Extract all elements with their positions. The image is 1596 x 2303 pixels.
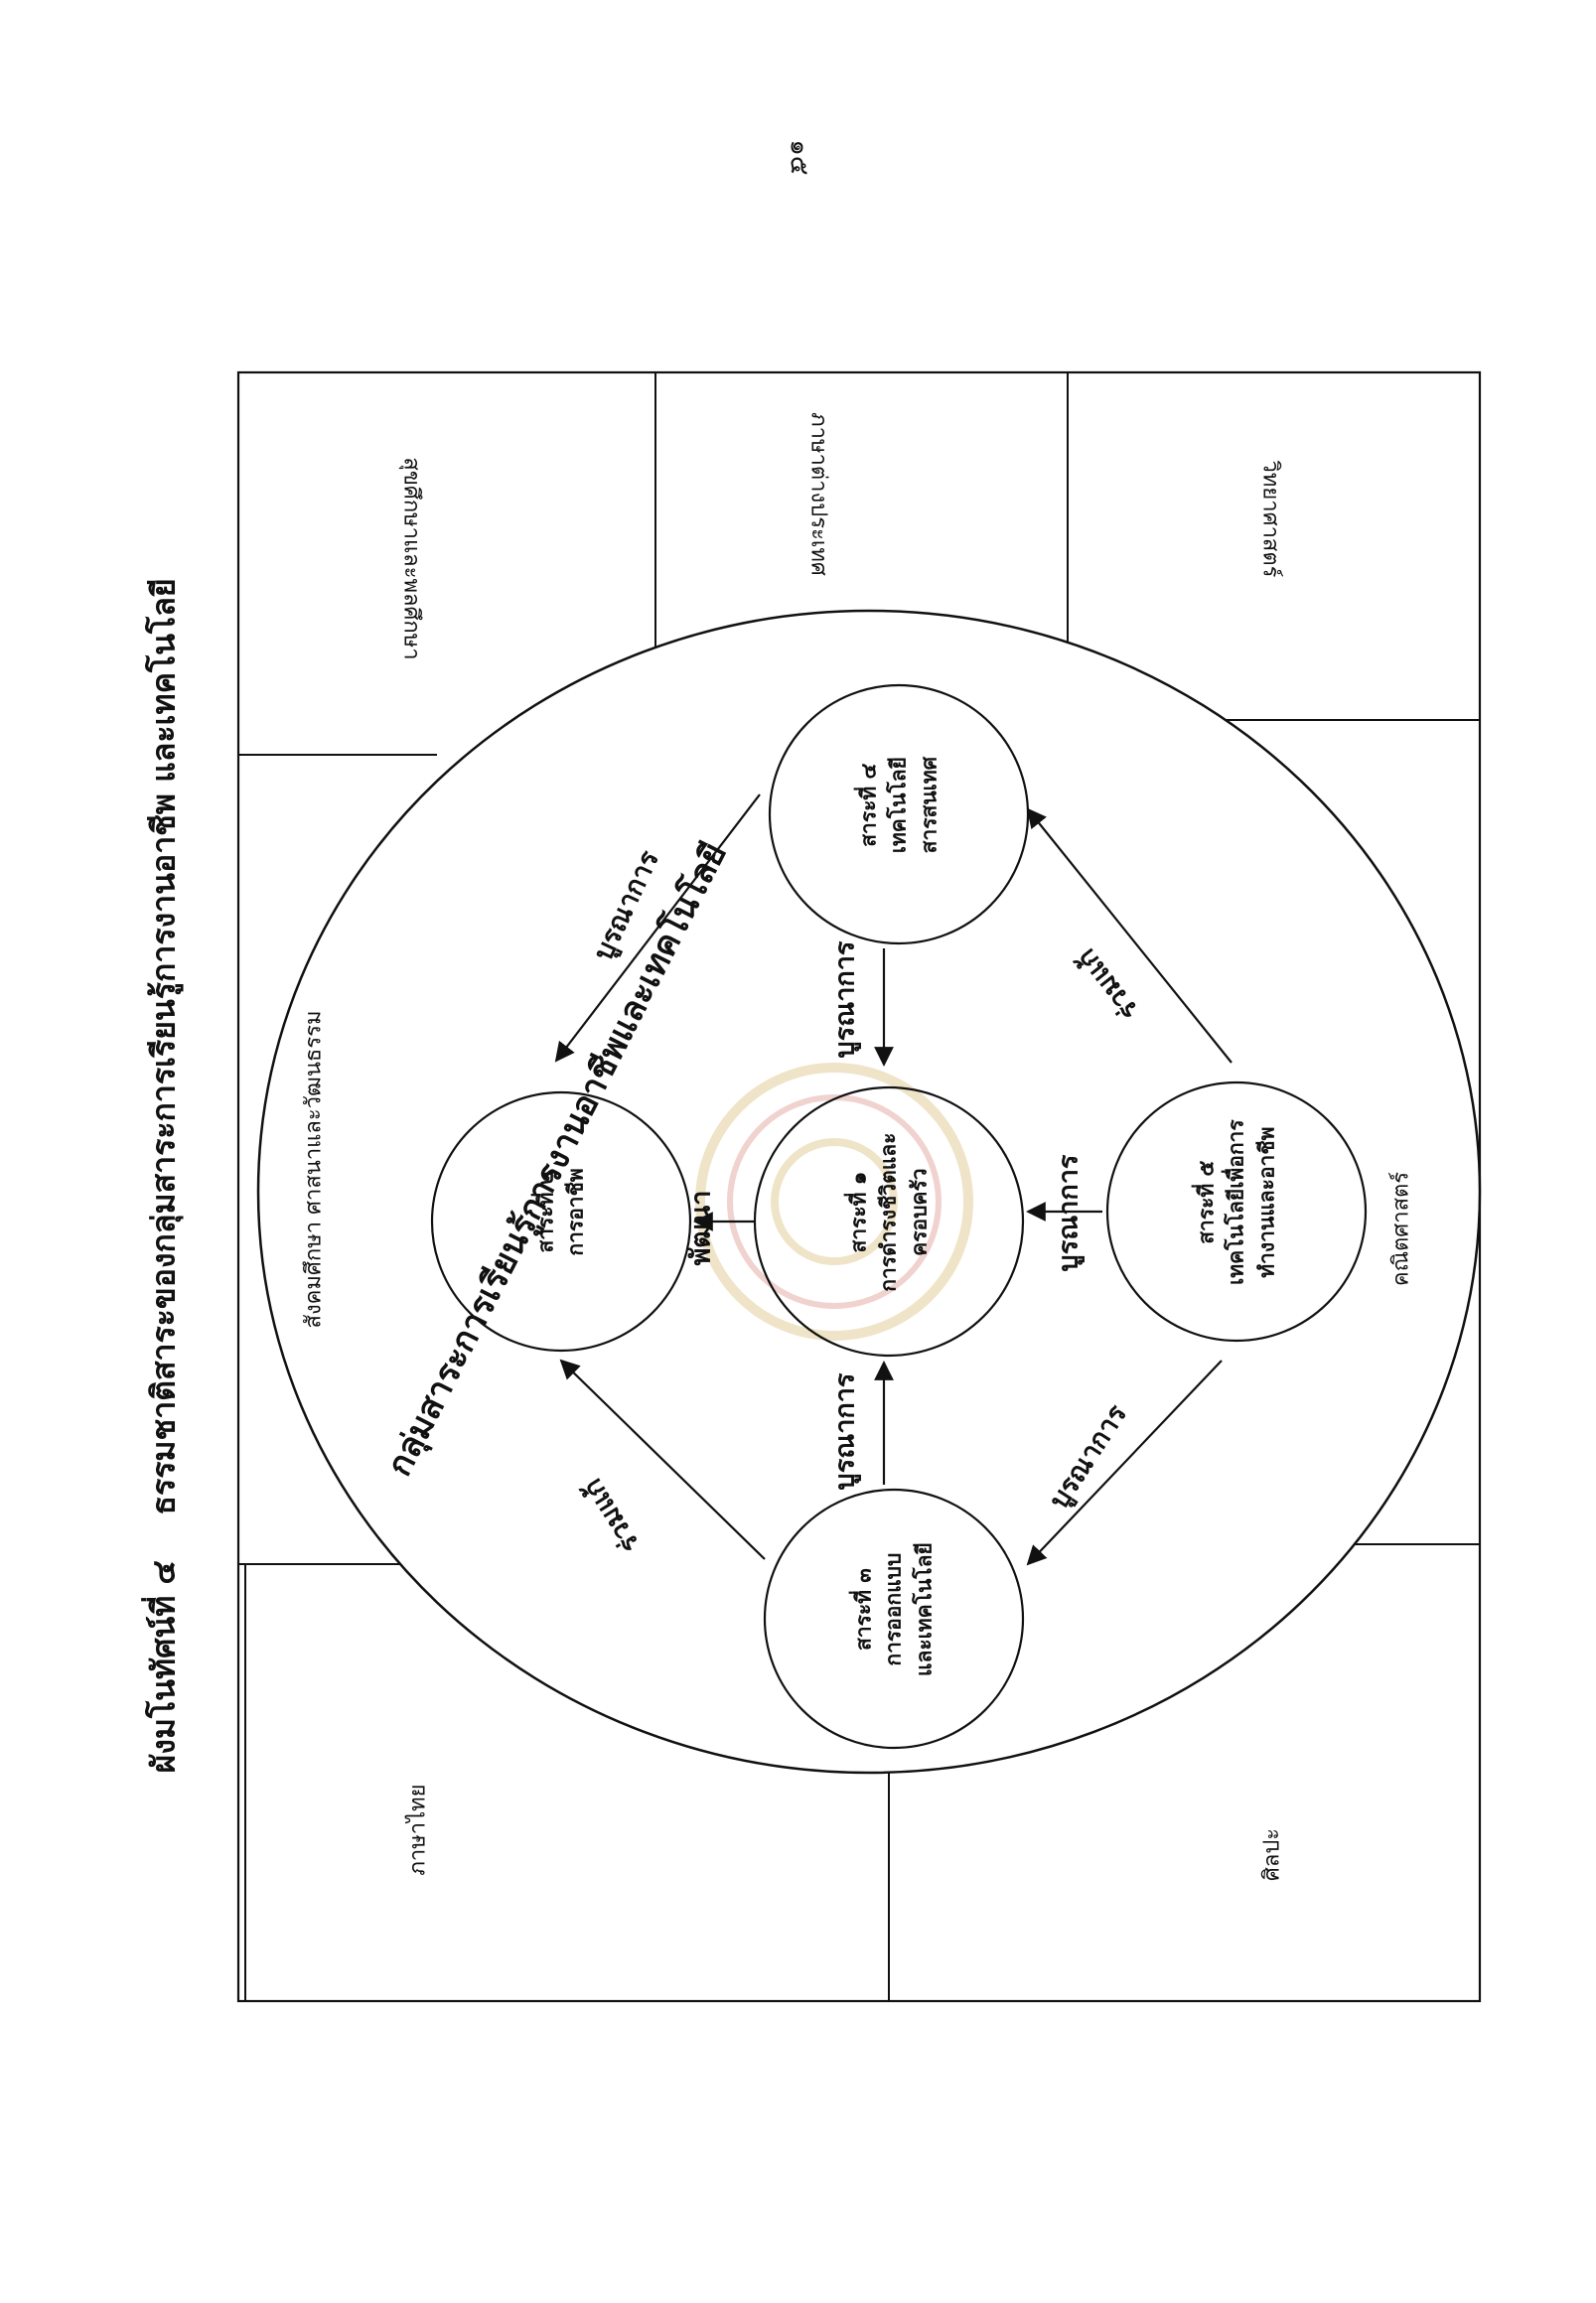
label-integrate-s4-s1: บูรณาการ (829, 940, 861, 1059)
subject-art: ศิลปะ (1259, 1827, 1285, 1882)
strand-5-text: สาระที่ ๕เทคโนโลยีเพื่อการทำงานและอาชีพ (1194, 1119, 1279, 1285)
strand-3-text: สาระที่ ๓การออกแบบและเทคโนโลยี (851, 1542, 937, 1677)
label-develop-s1-s2: พัฒนา (685, 1190, 717, 1266)
arrow-s5-to-s4 (1026, 807, 1233, 1064)
strand-4-text: สาระที่ ๔เทคโนโลยีสารสนเทศ (856, 756, 942, 854)
strand-2-circle (430, 1090, 692, 1353)
subject-health: สุขศึกษาและพลศึกษา (398, 457, 424, 660)
strand-2-text: สาระที่ ๒การอาชีพ (533, 1168, 588, 1256)
group-ellipse (256, 609, 1482, 1775)
watermark-seal (695, 1063, 973, 1341)
label-integrate-s5-s1: บูรณาการ (1053, 1154, 1085, 1272)
subject-math: คณิตศาสตร์ (1388, 1171, 1414, 1287)
arrow-s3-to-s2 (559, 1359, 766, 1560)
arrow-s4-to-s2 (554, 793, 761, 1063)
subject-thai: ภาษาไทย (405, 1784, 431, 1876)
arrow-s5-to-s3 (1026, 1360, 1223, 1566)
subject-science: วิทยาศาสตร์ (1257, 460, 1283, 578)
strand-3-circle (763, 1488, 1025, 1750)
label-integrate-s3-s1: บูรณาการ (829, 1372, 861, 1491)
strand-5-circle (1105, 1080, 1368, 1343)
strand-1-text: สาระที่ ๑การดำรงชีวิตและครอบครัว (846, 1132, 932, 1292)
subject-social: สังคมศึกษา ศาสนาและวัฒนธรรม (301, 1010, 327, 1329)
figure-title: ธรรมชาติสาระของกลุ่มสาระการเรียนรู้การงา… (144, 578, 183, 1515)
subject-foreign-language: ภาษาต่างประเทศ (805, 412, 831, 576)
